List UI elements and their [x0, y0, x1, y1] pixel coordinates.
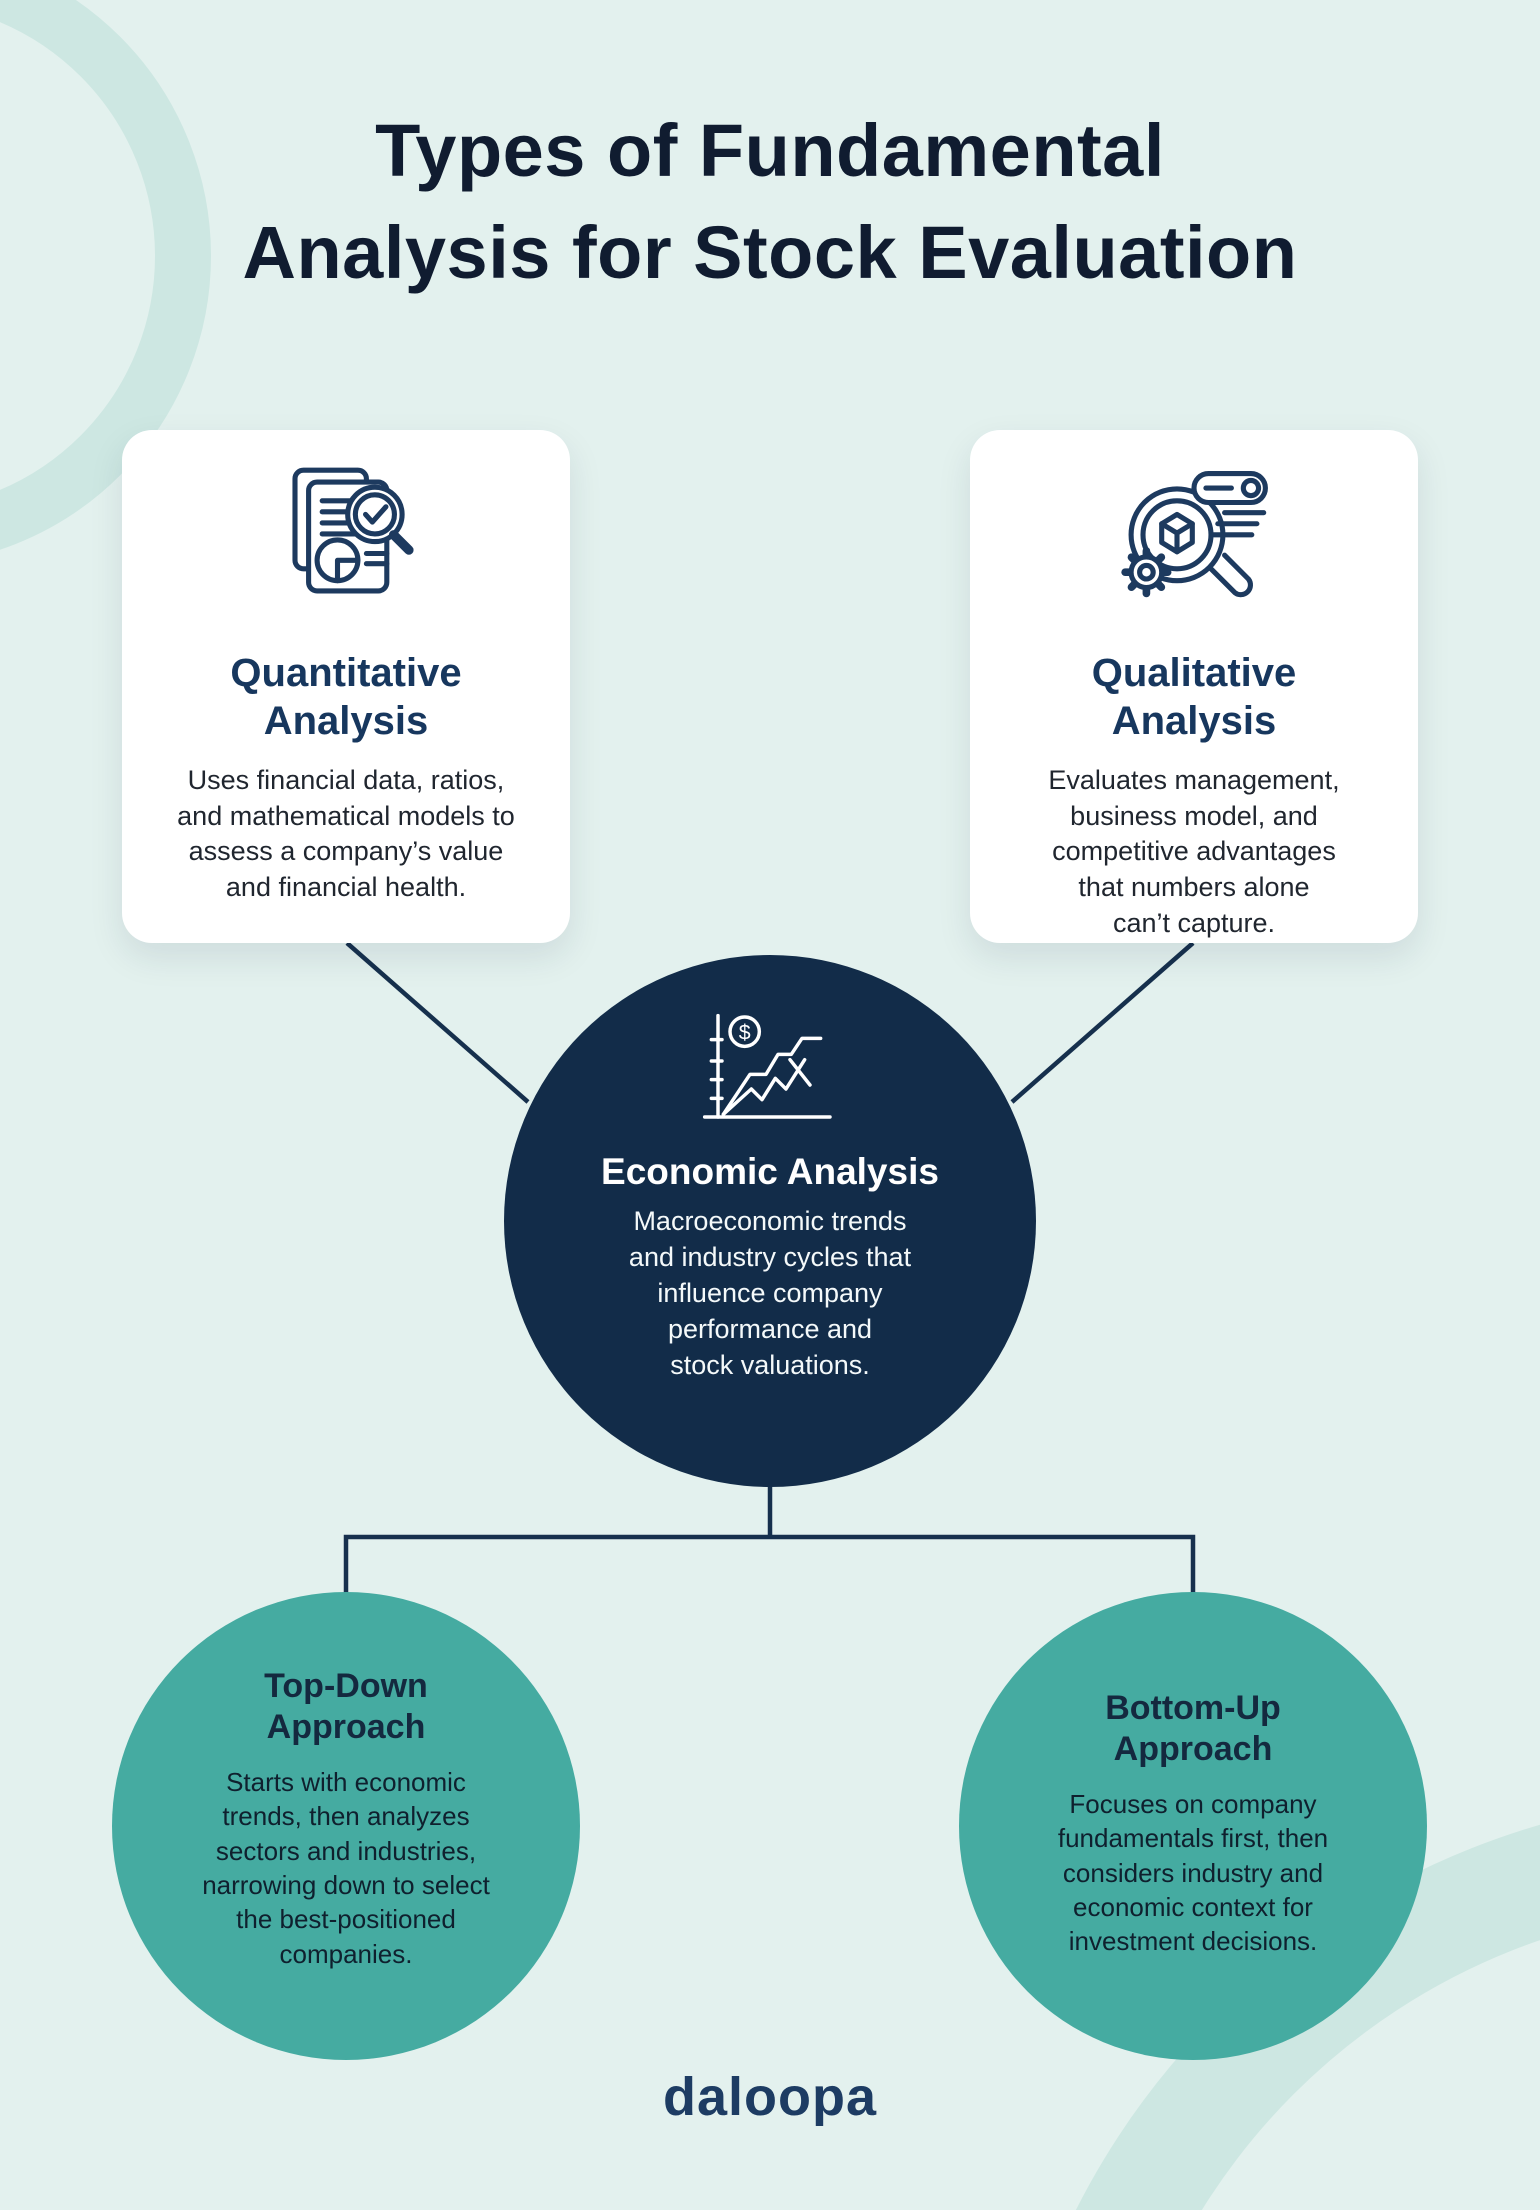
connector-quantitative-to-center [345, 941, 530, 1104]
dollar-trend-chart-icon: $ [702, 1013, 832, 1119]
magnifier-cube-gear-icon [1121, 471, 1268, 598]
qualitative-card-title: Qualitative Analysis [1091, 651, 1297, 743]
daloopa-logo: daloopa [662, 2067, 877, 2127]
top-down-approach-circle: Top-Down Approach Starts with economic t… [112, 1592, 580, 2060]
svg-text:$: $ [739, 1021, 751, 1045]
economic-analysis-circle: $ Economic Analysis Macroeconomic trends… [504, 955, 1036, 1487]
page-title: Types of Fundamental Analysis for Stock … [242, 109, 1298, 295]
top-down-title: Top-Down Approach [264, 1667, 428, 1747]
ring-arc-decoration-top-left [0, 0, 211, 550]
quantitative-card-body: Uses financial data, ratios, and mathema… [177, 765, 515, 902]
bottom-up-approach-circle: Bottom-Up Approach Focuses on company fu… [959, 1592, 1427, 2060]
qualitative-card-body: Evaluates management, business model, an… [1048, 765, 1340, 938]
economic-circle-title: Economic Analysis [601, 1151, 939, 1192]
economic-circle-body: Macroeconomic trends and industry cycles… [628, 1206, 912, 1381]
bottom-up-title: Bottom-Up Approach [1105, 1689, 1281, 1769]
connector-qualitative-to-center [1010, 941, 1195, 1104]
quantitative-card-title: Quantitative Analysis [230, 651, 462, 743]
top-down-body: Starts with economic trends, then analyz… [202, 1766, 490, 1969]
connector-branch [343, 1534, 1196, 1596]
bottom-up-body: Focuses on company fundamentals first, t… [1057, 1788, 1329, 1957]
qualitative-analysis-card: Qualitative Analysis Evaluates managemen… [970, 430, 1418, 943]
quantitative-analysis-card: Quantitative Analysis Uses financial dat… [122, 430, 570, 943]
documents-magnifier-pie-icon [292, 467, 414, 594]
